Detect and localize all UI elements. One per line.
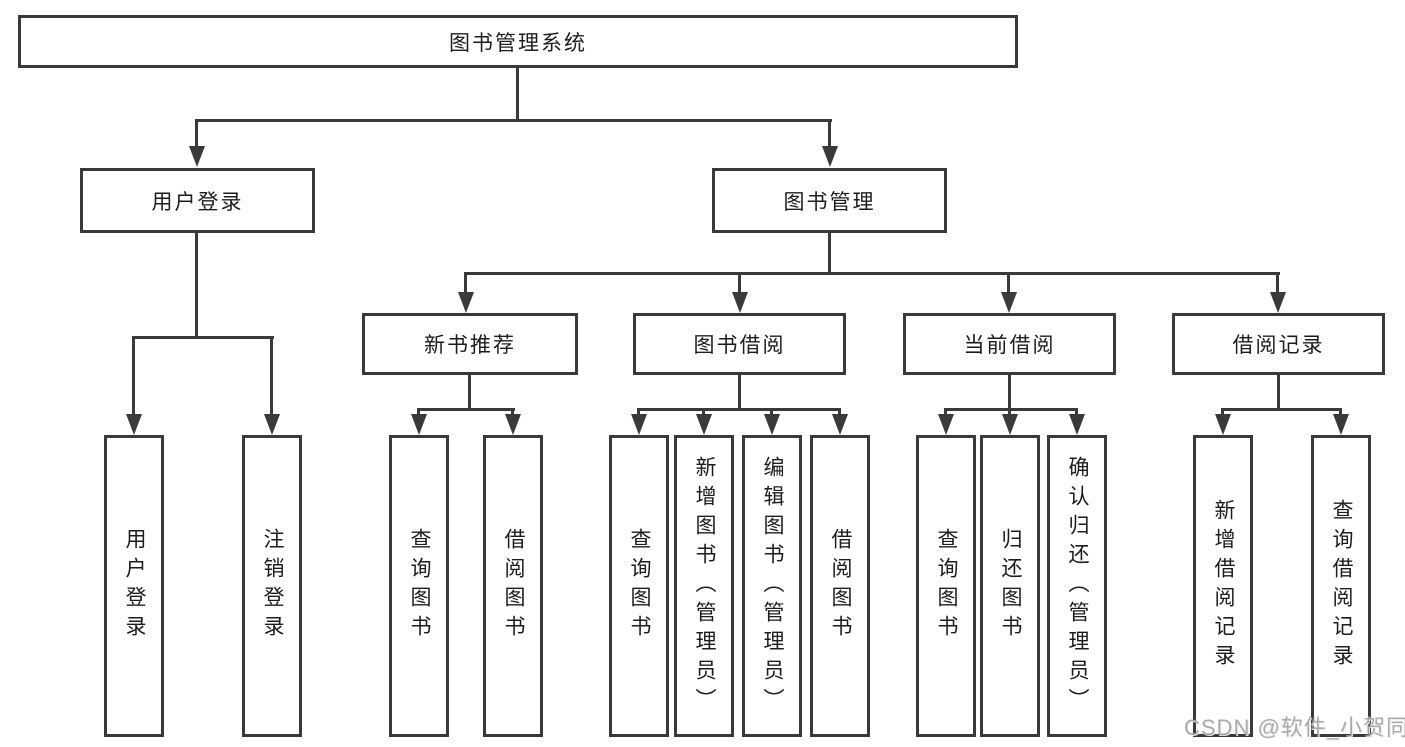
arrowhead-icon <box>1333 414 1349 435</box>
leaf-borrow-books: 借阅图书 <box>810 435 870 737</box>
connector-stub <box>1007 272 1010 294</box>
connector-stub <box>738 272 741 294</box>
leaf-query-books-borrow: 查询图书 <box>609 435 669 737</box>
connector-root-bar <box>195 119 832 122</box>
connector-bar <box>417 408 515 411</box>
arrowhead-icon <box>411 414 427 435</box>
leaf-query-borrow-record: 查询借阅记录 <box>1311 435 1371 737</box>
connector-stub <box>511 408 514 417</box>
arrowhead-icon <box>732 292 748 313</box>
connector-root-trunk <box>516 68 519 121</box>
connector-trunk <box>468 375 471 411</box>
connector-stub <box>464 272 467 294</box>
connector-stub <box>637 408 640 417</box>
leaf-query-books-current: 查询图书 <box>916 435 976 737</box>
arrowhead-icon <box>822 146 838 167</box>
connector-stub <box>944 408 947 417</box>
arrowhead-icon <box>1002 414 1018 435</box>
connector-stub <box>838 408 841 417</box>
node-book-borrow: 图书借阅 <box>633 313 846 375</box>
connector-stub <box>1276 272 1279 294</box>
connector-stub <box>270 336 273 416</box>
connector-stub <box>132 336 135 416</box>
arrowhead-icon <box>832 414 848 435</box>
arrowhead-icon <box>189 146 205 167</box>
node-user-login: 用户登录 <box>80 168 315 233</box>
leaf-confirm-return-admin: 确认归还（管理员） <box>1047 435 1107 737</box>
connector-user-login-trunk <box>195 233 198 339</box>
arrowhead-icon <box>264 414 280 435</box>
connector-stub <box>702 408 705 417</box>
connector-book-mgmt-trunk <box>828 233 831 275</box>
arrowhead-icon <box>1215 414 1231 435</box>
arrowhead-icon <box>126 414 142 435</box>
leaf-borrow-books-recommend: 借阅图书 <box>483 435 543 737</box>
connector-stub <box>195 119 198 148</box>
leaf-add-borrow-record: 新增借阅记录 <box>1193 435 1253 737</box>
arrowhead-icon <box>458 292 474 313</box>
node-new-book-recommend: 新书推荐 <box>362 313 578 375</box>
leaf-user-login: 用户登录 <box>104 435 164 737</box>
arrowhead-icon <box>1069 414 1085 435</box>
leaf-query-books-recommend: 查询图书 <box>389 435 449 737</box>
connector-stub <box>1075 408 1078 417</box>
node-book-management: 图书管理 <box>712 168 947 233</box>
connector-user-login-bar <box>132 336 274 339</box>
leaf-edit-book-admin: 编辑图书（管理员） <box>742 435 802 737</box>
arrowhead-icon <box>764 414 780 435</box>
arrowhead-icon <box>1270 292 1286 313</box>
connector-stub <box>828 119 831 148</box>
arrowhead-icon <box>938 414 954 435</box>
node-borrow-records: 借阅记录 <box>1172 313 1385 375</box>
node-current-borrow: 当前借阅 <box>903 313 1116 375</box>
connector-trunk <box>738 375 741 411</box>
connector-stub <box>770 408 773 417</box>
arrowhead-icon <box>1001 292 1017 313</box>
node-root: 图书管理系统 <box>18 15 1018 68</box>
leaf-add-book-admin: 新增图书（管理员） <box>674 435 734 737</box>
arrowhead-icon <box>696 414 712 435</box>
connector-book-mgmt-bar <box>464 272 1280 275</box>
connector-bar <box>944 408 1078 411</box>
connector-stub <box>417 408 420 417</box>
watermark: CSDN @软件_小贺同学 <box>1184 715 1405 740</box>
connector-trunk <box>1277 375 1280 411</box>
connector-stub <box>1221 408 1224 417</box>
leaf-logout: 注销登录 <box>242 435 302 737</box>
connector-bar <box>637 408 841 411</box>
connector-stub <box>1008 408 1011 417</box>
connector-trunk <box>1008 375 1011 411</box>
arrowhead-icon <box>631 414 647 435</box>
connector-stub <box>1339 408 1342 417</box>
leaf-return-book: 归还图书 <box>980 435 1040 737</box>
arrowhead-icon <box>505 414 521 435</box>
connector-bar <box>1221 408 1342 411</box>
